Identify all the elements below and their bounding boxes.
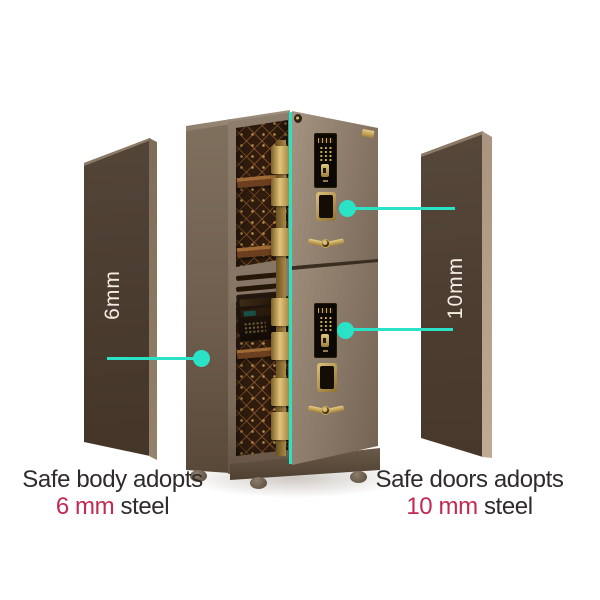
- caption-body: Safe body adopts 6 mm steel: [15, 468, 210, 519]
- handle-wing-right: [327, 238, 345, 247]
- safe-foot: [350, 471, 367, 483]
- inner-lockbox-keypad: [243, 320, 267, 335]
- steel-plate-left-side-edge: [149, 138, 157, 460]
- plate-thickness-label-right: 10mm: [444, 256, 467, 320]
- steel-plate-right: [421, 131, 483, 457]
- fingerprint-reader: [317, 363, 337, 392]
- callout-line-body: [107, 357, 202, 360]
- caption-doors-line2: 10 mm steel: [372, 495, 567, 519]
- brand-emblem-icon: [294, 114, 302, 123]
- keyhole-icon: [323, 168, 326, 173]
- door-handle: [307, 402, 345, 418]
- steel-plate-right-side-edge: [482, 131, 492, 458]
- hinge: [271, 332, 291, 360]
- callout-dot-body: [193, 350, 210, 367]
- inner-lockbox-display: [243, 310, 256, 317]
- caption-doors-suffix: steel: [477, 493, 533, 520]
- door-edge-highlight-line: [289, 112, 292, 464]
- keypad-label-mark: [323, 180, 328, 182]
- callout-line-lower-door: [345, 328, 453, 331]
- caption-doors: Safe doors adopts 10 mm steel: [372, 468, 567, 519]
- fingerprint-reader: [316, 192, 336, 221]
- keypad-display: [318, 308, 333, 313]
- fingerprint-window: [320, 366, 334, 389]
- keypad-buttons: [319, 316, 333, 331]
- handle-knob: [321, 406, 330, 415]
- keypad-lock-badge: [321, 164, 329, 177]
- callout-line-upper-door: [347, 207, 455, 210]
- caption-doors-line1: Safe doors adopts: [375, 466, 564, 493]
- callout-dot-upper-door: [339, 200, 356, 217]
- hinge: [271, 378, 291, 406]
- hinge: [271, 412, 291, 440]
- hinge: [271, 298, 291, 326]
- keypad-lock-badge: [321, 334, 329, 347]
- upper-door: [292, 111, 378, 266]
- hinge: [271, 228, 291, 256]
- caption-body-line1: Safe body adopts: [22, 466, 203, 493]
- keypad-display: [318, 138, 333, 143]
- brand-plate: [361, 129, 375, 138]
- hinge: [271, 178, 291, 206]
- safe-body-left-side: [186, 119, 230, 473]
- keypad-buttons: [319, 146, 333, 161]
- fingerprint-window: [319, 195, 333, 218]
- safe-foot: [190, 470, 207, 482]
- keypad-panel: [314, 303, 337, 358]
- keypad-label-mark: [323, 350, 328, 352]
- caption-doors-thickness-value: 10 mm: [406, 493, 478, 520]
- door-handle: [307, 235, 345, 251]
- caption-body-line2: 6 mm steel: [15, 495, 210, 519]
- hinge: [271, 146, 291, 174]
- keyhole-icon: [323, 338, 326, 343]
- plate-thickness-label-left: 6mm: [101, 270, 124, 320]
- handle-wing-right: [327, 405, 345, 414]
- caption-body-suffix: steel: [114, 493, 170, 520]
- callout-dot-lower-door: [337, 322, 354, 339]
- steel-plate-left: [84, 138, 150, 456]
- caption-body-thickness-value: 6 mm: [55, 493, 115, 520]
- safe-foot: [250, 477, 267, 489]
- handle-knob: [321, 239, 330, 248]
- keypad-panel: [314, 133, 337, 188]
- lower-door: [292, 262, 378, 465]
